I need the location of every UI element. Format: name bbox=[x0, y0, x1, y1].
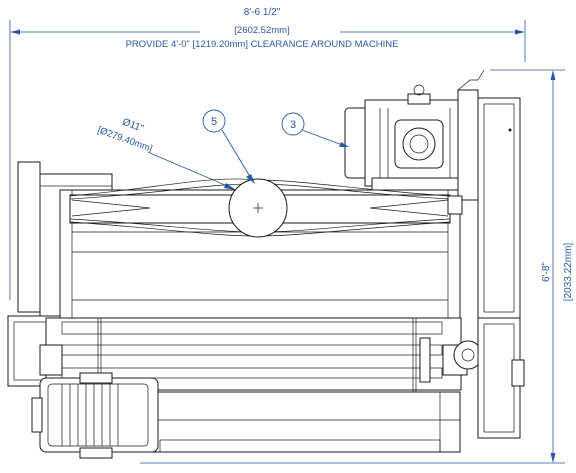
diameter-metric-label: [Ø279.40mm] bbox=[96, 125, 154, 155]
upper-motor bbox=[344, 84, 466, 191]
height-dimension: 6'-8" [2033.22mm] bbox=[140, 69, 574, 464]
width-imperial-label: 8'-6 1/2" bbox=[244, 7, 281, 18]
width-metric-label: [2602.52mm] bbox=[234, 25, 289, 36]
callout-5-label: 5 bbox=[211, 116, 217, 128]
height-imperial-label: 6'-8" bbox=[541, 262, 552, 282]
lower-motor bbox=[31, 372, 159, 459]
callout-3: 3 bbox=[281, 112, 349, 147]
width-dimension: 8'-6 1/2" [2602.52mm] PROVIDE 4'-0" [121… bbox=[9, 7, 526, 300]
callout-5: 5 bbox=[202, 109, 255, 184]
diameter-imperial-label: Ø11" bbox=[121, 117, 146, 135]
drive-pulley bbox=[228, 178, 288, 238]
right-guard bbox=[447, 69, 525, 439]
base-frame bbox=[139, 391, 461, 453]
callout-3-label: 3 bbox=[290, 119, 296, 131]
height-metric-label: [2033.22mm] bbox=[563, 243, 574, 302]
clearance-note: PROVIDE 4'-0" [1219.20mm] CLEARANCE AROU… bbox=[126, 39, 399, 50]
